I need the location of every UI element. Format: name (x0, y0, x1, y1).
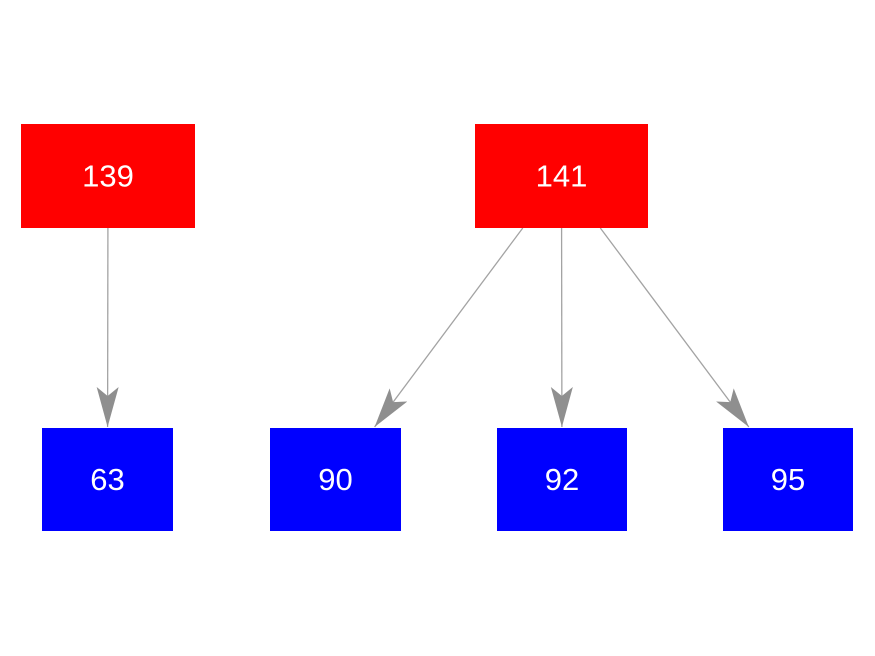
node-92-label: 92 (545, 462, 579, 497)
nodes-layer: 139 141 63 90 92 95 (21, 124, 853, 531)
node-63-box (42, 428, 173, 531)
node-95: 95 (723, 428, 853, 531)
node-90-box (270, 428, 401, 531)
node-90: 90 (270, 428, 401, 531)
edge-141-to-95 (599, 227, 750, 428)
node-139: 139 (21, 124, 195, 228)
edges-layer (96, 227, 750, 428)
node-63-label: 63 (90, 462, 124, 497)
node-141-label: 141 (536, 159, 588, 194)
node-92-box (497, 428, 627, 531)
node-63: 63 (42, 428, 173, 531)
node-90-label: 90 (318, 462, 352, 497)
edge-141-to-90 (374, 227, 524, 428)
node-141-box (475, 124, 648, 228)
node-139-box (21, 124, 195, 228)
node-139-label: 139 (82, 159, 134, 194)
node-92: 92 (497, 428, 627, 531)
node-95-box (723, 428, 853, 531)
node-141: 141 (475, 124, 648, 228)
node-95-label: 95 (771, 462, 805, 497)
